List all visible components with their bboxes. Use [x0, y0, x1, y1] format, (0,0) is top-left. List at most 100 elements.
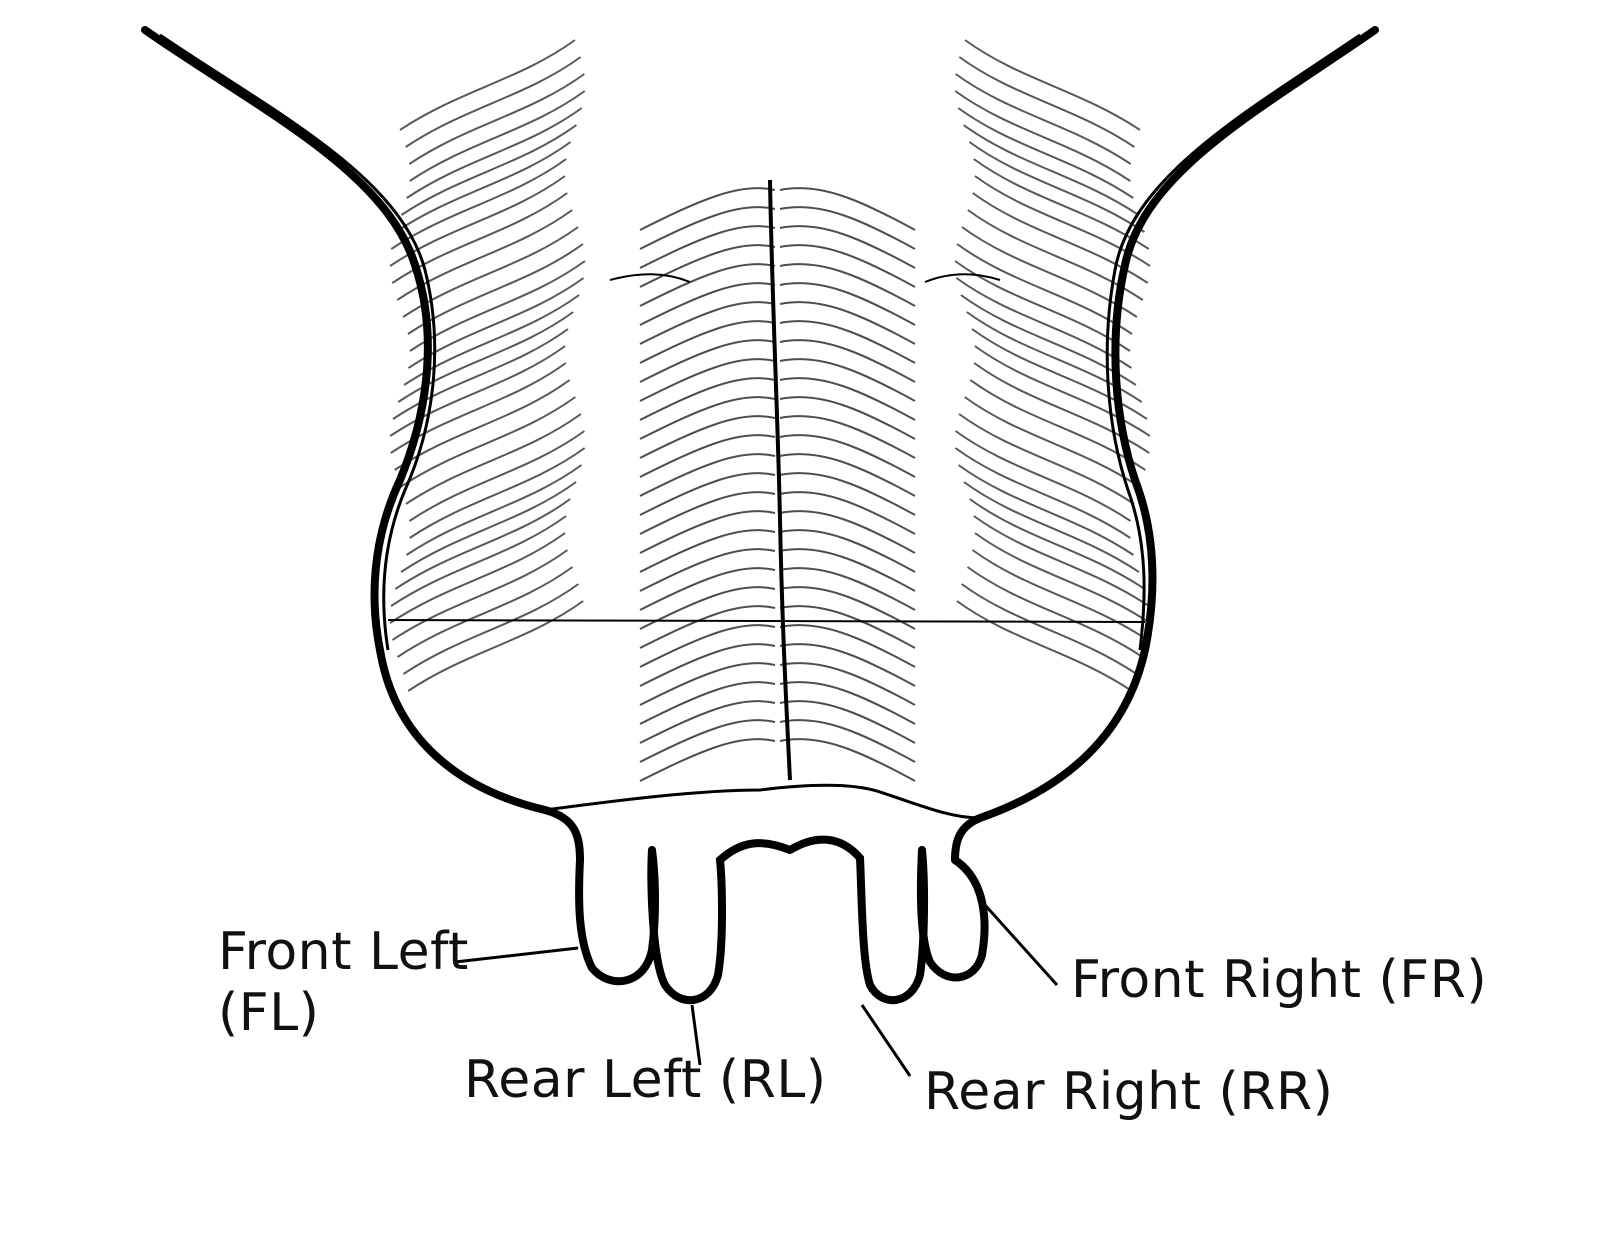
- hatch-stroke: [954, 447, 1131, 539]
- hatch-stroke: [956, 600, 1133, 692]
- hatch-stroke: [958, 56, 1135, 148]
- hatch-stroke: [639, 434, 776, 478]
- hatch-stroke: [409, 90, 586, 182]
- hatch-stroke: [779, 282, 916, 326]
- hatch-stroke: [399, 396, 576, 488]
- hatch-stroke: [954, 430, 1132, 522]
- hatch-stroke: [957, 464, 1135, 556]
- hatch-stroke: [639, 567, 776, 611]
- hatch-stroke: [639, 415, 776, 459]
- hatch-stroke: [969, 498, 1146, 590]
- hatch-stroke: [779, 434, 916, 478]
- hatch-stroke: [963, 481, 1140, 573]
- label-front-left: Front Left (FL): [218, 922, 469, 1044]
- hatch-stroke: [955, 277, 1133, 369]
- hatch-stroke: [969, 379, 1146, 471]
- hatch-stroke: [639, 472, 776, 516]
- hatch-stroke: [971, 328, 1148, 420]
- hatch-stroke: [779, 263, 916, 307]
- hatch-stroke: [639, 605, 776, 649]
- hatch-stroke: [958, 413, 1135, 505]
- udder-outline-inner-left: [159, 33, 437, 651]
- hatch-stroke: [779, 415, 916, 459]
- hatch-stroke: [639, 263, 776, 307]
- hatch-stroke: [639, 396, 776, 440]
- leader-line-rear-left: [690, 1004, 702, 1066]
- top-arc-right: [924, 273, 1001, 283]
- hatch-stroke: [639, 491, 776, 535]
- right-quarter-hatching: [954, 39, 1151, 692]
- hatch-stroke: [639, 301, 776, 345]
- hatch-stroke: [409, 260, 586, 352]
- leader-line-rear-right: [860, 1004, 912, 1077]
- hatch-stroke: [779, 586, 916, 630]
- hatch-stroke: [400, 124, 577, 216]
- teat-rear-right: [786, 835, 929, 1005]
- hatch-stroke: [639, 681, 776, 725]
- hatch-stroke: [407, 600, 584, 692]
- hatch-stroke: [779, 510, 916, 554]
- udder-outline-inner-right: [1105, 33, 1361, 651]
- hatch-stroke: [779, 206, 916, 250]
- hatch-stroke: [955, 73, 1132, 165]
- hatch-stroke: [639, 738, 776, 782]
- hatch-stroke: [389, 532, 566, 624]
- hatch-stroke: [974, 345, 1151, 437]
- hatch-stroke: [639, 282, 776, 326]
- hatch-stroke: [779, 377, 916, 421]
- hatch-stroke: [964, 396, 1141, 488]
- hatch-stroke: [779, 567, 916, 611]
- hatch-stroke: [639, 244, 776, 288]
- hatch-stroke: [639, 358, 776, 402]
- hatch-stroke: [389, 345, 566, 437]
- label-rear-right: Rear Right (RR): [924, 1062, 1334, 1122]
- hatch-stroke: [779, 700, 916, 744]
- hatch-stroke: [408, 73, 585, 165]
- hatch-stroke: [779, 320, 916, 364]
- hatch-stroke: [639, 529, 776, 573]
- hatch-stroke: [402, 226, 579, 318]
- hatch-stroke: [408, 430, 586, 522]
- hatch-stroke: [639, 320, 776, 364]
- hatch-stroke: [963, 124, 1140, 216]
- hatch-stroke: [391, 549, 569, 641]
- top-arc-left: [609, 273, 691, 283]
- teat-front-right: [916, 846, 989, 982]
- hatch-stroke: [779, 548, 916, 592]
- hatch-stroke: [968, 141, 1145, 233]
- hatch-stroke: [971, 549, 1149, 641]
- hatch-stroke: [966, 566, 1144, 658]
- hatch-stroke: [639, 187, 776, 231]
- hatch-stroke: [639, 548, 776, 592]
- hatch-stroke: [964, 39, 1141, 131]
- hatch-stroke: [956, 243, 1133, 335]
- hatch-stroke: [779, 396, 916, 440]
- hatch-stroke: [639, 225, 776, 269]
- hatch-stroke: [779, 681, 916, 725]
- leader-line-front-right: [983, 903, 1059, 987]
- hatch-stroke: [396, 566, 574, 658]
- hatch-stroke: [779, 529, 916, 573]
- label-front-right: Front Right (FR): [1071, 950, 1488, 1010]
- hatch-stroke: [395, 141, 572, 233]
- hatch-stroke: [639, 510, 776, 554]
- udder-horizontal-line: [387, 619, 1146, 623]
- hatch-stroke: [779, 301, 916, 345]
- hatch-stroke: [973, 515, 1150, 607]
- teat-rear-left: [647, 839, 794, 1005]
- hatch-stroke: [397, 311, 574, 403]
- hatch-stroke: [405, 464, 583, 556]
- hatch-stroke: [639, 586, 776, 630]
- hatch-stroke: [405, 56, 582, 148]
- hatch-stroke: [390, 158, 567, 250]
- hatch-stroke: [392, 328, 569, 420]
- hatch-stroke: [390, 515, 567, 607]
- hatch-stroke: [639, 377, 776, 421]
- udder-outline: [141, 26, 584, 864]
- hatch-stroke: [779, 605, 916, 649]
- hatch-stroke: [779, 225, 916, 269]
- udder-bottom-edge: [544, 783, 981, 820]
- udder-median-seam: [768, 179, 792, 781]
- hatch-stroke: [779, 187, 916, 231]
